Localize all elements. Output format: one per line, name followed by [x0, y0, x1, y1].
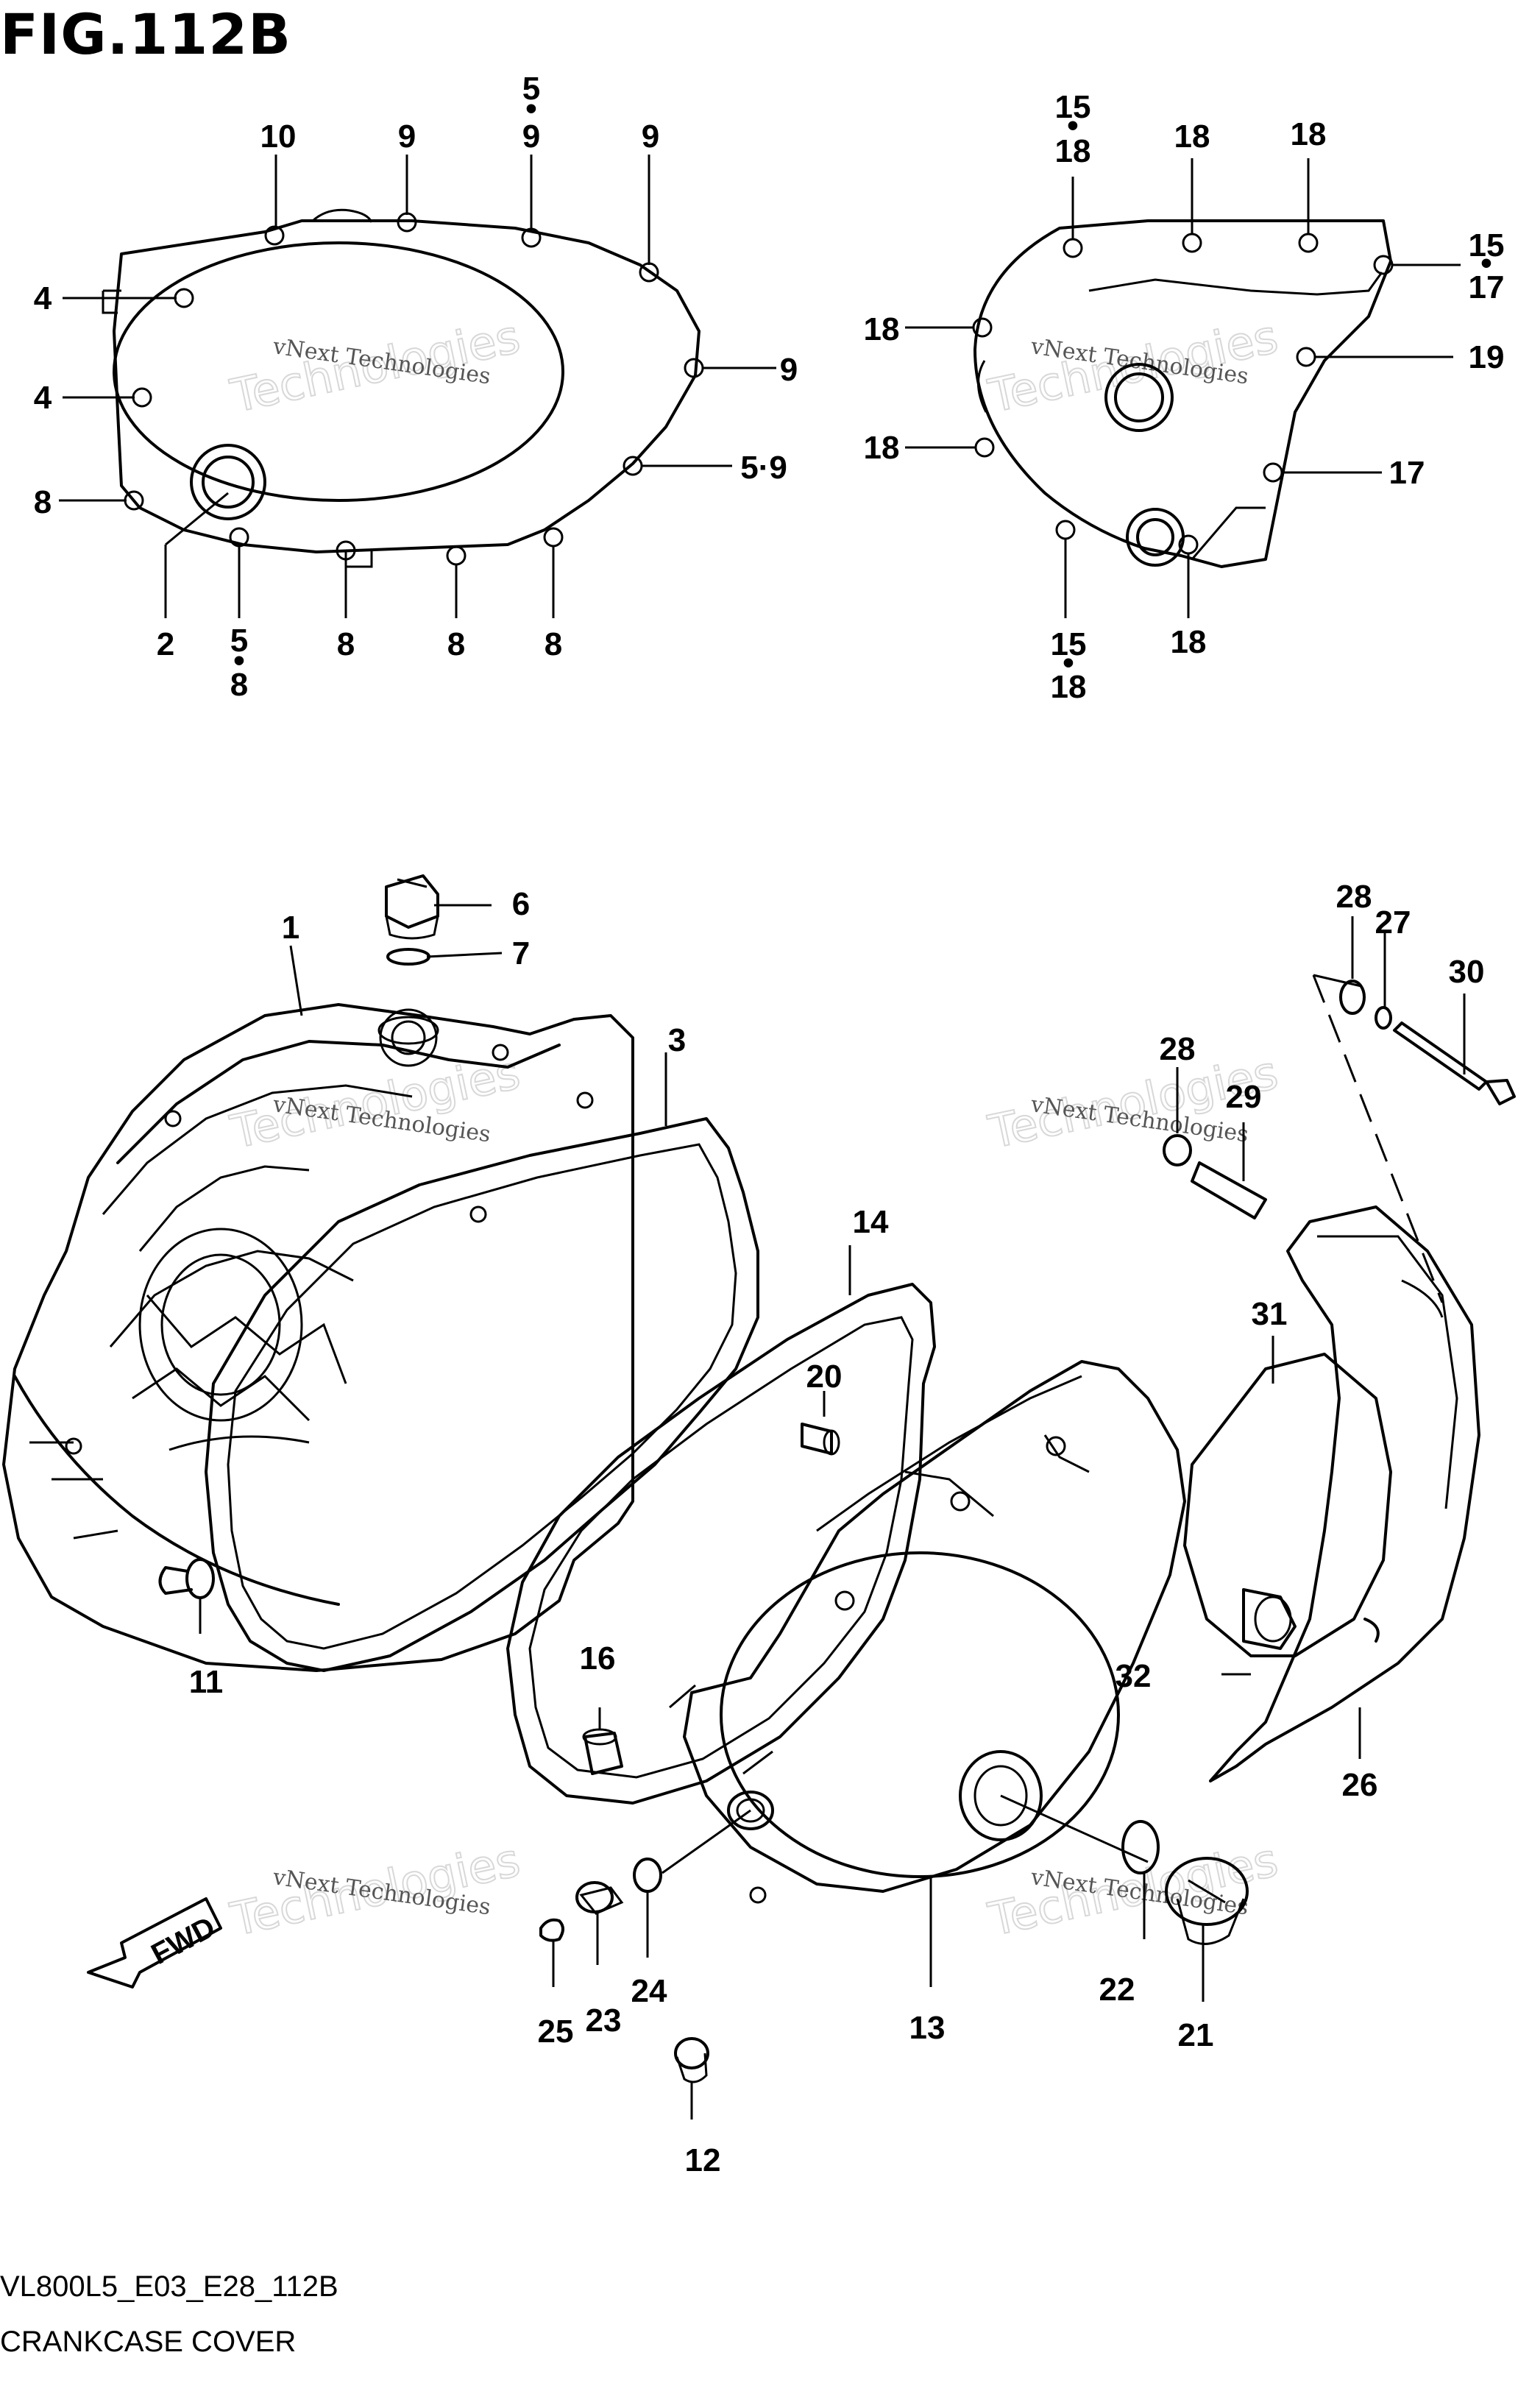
- part-28-grommet-lower: [1163, 1134, 1192, 1166]
- callout-9: 9: [522, 118, 540, 155]
- part-22-o-ring: [1121, 1820, 1160, 1874]
- part-30-bolt: [1393, 1021, 1516, 1105]
- callout-dot: •: [525, 91, 536, 127]
- callout-15: 15: [1055, 89, 1091, 125]
- callout-26: 26: [1342, 1767, 1378, 1803]
- callout-28: 28: [1336, 879, 1372, 915]
- callout-30: 30: [1449, 954, 1485, 990]
- callout-3: 3: [668, 1022, 686, 1058]
- part-24-washer: [633, 1858, 662, 1893]
- callout-19: 19: [1469, 339, 1505, 375]
- callout-18: 18: [1171, 624, 1207, 660]
- part-26-cover: [1209, 1205, 1480, 1782]
- callout-5: 5: [522, 71, 540, 107]
- part-20-dowel-pin: [801, 1423, 840, 1456]
- callout-16: 16: [580, 1640, 616, 1676]
- callout-10: 10: [260, 118, 297, 155]
- callout-9: 9: [398, 118, 416, 155]
- callout-23: 23: [586, 2002, 622, 2039]
- callout-8: 8: [230, 667, 248, 703]
- diagram-name: CRANKCASE COVER: [0, 2326, 297, 2358]
- part-7-o-ring: [386, 948, 430, 966]
- part-6-oil-filler-cap: [385, 874, 439, 940]
- callout-32: 32: [1116, 1658, 1152, 1694]
- callout-29: 29: [1226, 1079, 1262, 1115]
- callouts: 4 4 8 10 9 5 • 9 9 9 5·9 2 5 • 8 8 8 8 1…: [34, 71, 1505, 2178]
- callout-7: 7: [512, 935, 530, 971]
- callout-18: 18: [864, 311, 900, 347]
- callout-22: 22: [1099, 1972, 1135, 2008]
- part-21-plug: [1165, 1857, 1249, 1945]
- part-31-bracket: [1183, 1353, 1392, 1657]
- filler-neck: [377, 1016, 439, 1045]
- part-16-dowel-pin: [582, 1728, 623, 1775]
- callout-18: 18: [1051, 669, 1087, 705]
- callout-17: 17: [1469, 269, 1505, 305]
- part-3-gasket-inner: [227, 1143, 737, 1650]
- callout-2: 2: [157, 626, 174, 662]
- callout-20: 20: [806, 1359, 843, 1395]
- callout-dot: •: [1063, 645, 1074, 681]
- part-27-washer: [1375, 1006, 1392, 1030]
- callout-24: 24: [631, 1973, 667, 2009]
- callout-15: 15: [1051, 626, 1087, 662]
- callout-27: 27: [1375, 904, 1411, 941]
- callout-6: 6: [512, 886, 530, 922]
- diagram-code: VL800L5_E03_E28_112B: [0, 2270, 338, 2303]
- part-29-collar: [1191, 1161, 1267, 1219]
- callout-31: 31: [1252, 1296, 1288, 1332]
- callout-17: 17: [1389, 455, 1425, 491]
- callout-18: 18: [1174, 118, 1210, 155]
- callout-8: 8: [545, 626, 562, 662]
- callout-dot: •: [233, 642, 244, 679]
- callout-5-9: 5·9: [740, 450, 787, 486]
- callout-8: 8: [447, 626, 465, 662]
- callout-15: 15: [1469, 227, 1505, 263]
- fwd-arrow: FWD: [87, 1897, 222, 1989]
- callout-8: 8: [337, 626, 355, 662]
- leader-lines-top-left: [59, 155, 776, 618]
- callout-14: 14: [853, 1204, 889, 1240]
- part-14-gasket: [506, 1283, 936, 1805]
- alignment-line: [1312, 974, 1444, 1303]
- part-23-drain-bolt: [575, 1881, 624, 1915]
- part-12-plug: [674, 2037, 709, 2083]
- callout-1: 1: [282, 910, 299, 946]
- callout-dot: •: [1067, 107, 1078, 144]
- left-cover-bolt-layout: [102, 208, 704, 568]
- callout-18: 18: [1291, 116, 1327, 152]
- part-28-grommet-upper: [1339, 980, 1366, 1015]
- callout-8: 8: [34, 484, 52, 520]
- callout-25: 25: [538, 2014, 574, 2050]
- part-1-left-crankcase-cover: [2, 1003, 634, 1672]
- part-13-right-crankcase-cover: [669, 1360, 1186, 1904]
- leader-lines-top-right: [905, 158, 1461, 618]
- callout-dot: •: [1480, 245, 1492, 281]
- callout-11: 11: [189, 1664, 224, 1700]
- callout-9: 9: [642, 118, 659, 155]
- leader-lines-lower: [199, 904, 1466, 2120]
- callout-5: 5: [230, 623, 248, 659]
- callout-13: 13: [909, 2010, 946, 2046]
- part-32-bracket: [1242, 1588, 1297, 1650]
- alignment-line: [1313, 974, 1362, 988]
- callout-18: 18: [1055, 133, 1091, 169]
- callout-4: 4: [34, 280, 52, 316]
- part-25-plug: [539, 1918, 564, 1942]
- fwd-label: FWD: [146, 1911, 221, 1971]
- callout-18: 18: [864, 430, 900, 466]
- callout-21: 21: [1178, 2017, 1214, 2053]
- callout-9: 9: [780, 352, 798, 388]
- callout-12: 12: [685, 2142, 721, 2178]
- callout-28: 28: [1160, 1031, 1196, 1067]
- callout-4: 4: [34, 380, 52, 416]
- watermarks: Technologies vNext Technologies Technolo…: [225, 308, 1283, 1947]
- figure-title: FIG.112B: [0, 1, 292, 67]
- part-3-gasket: [205, 1117, 759, 1672]
